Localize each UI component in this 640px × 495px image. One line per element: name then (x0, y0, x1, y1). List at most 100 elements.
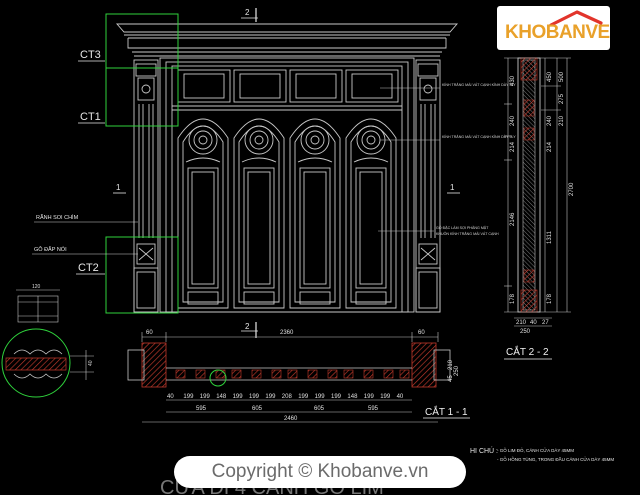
vdim-total: 2700 (569, 182, 575, 196)
plan-right-2: 210 (448, 359, 454, 370)
plan-profile-block (383, 369, 394, 379)
vdim-13: 210 (559, 115, 565, 126)
ct1-box (105, 67, 179, 127)
plan-seg-dim: 148 (216, 394, 227, 400)
transom (177, 69, 399, 103)
plan-seg-dim: 199 (315, 394, 326, 400)
plan-profile-block (251, 369, 262, 379)
mark-left: 1 (116, 183, 121, 192)
plan-mid-2: 605 (252, 406, 263, 412)
section-2-2-title: CẮT 2 - 2 (506, 345, 549, 358)
plan-profile-block (175, 369, 186, 379)
plan-seg-dim: 208 (282, 394, 293, 400)
door-elevation (116, 23, 458, 313)
notes: HI CHÚ : - GỖ LIM ĐỎ, CÁNH CỬA DÀY 45MM … (470, 446, 614, 462)
plan-seg-dim: 199 (183, 394, 194, 400)
ct2-box (105, 236, 179, 314)
sec-dim-2: 40 (530, 320, 537, 326)
plan-total: 2460 (284, 416, 298, 422)
plan-seg-dim: 199 (249, 394, 260, 400)
vdim-12: 275 (559, 93, 565, 104)
cornice (116, 23, 458, 33)
brand-logo: KHOBANVE (497, 6, 610, 50)
plan-profile-block (343, 369, 354, 379)
ct1-label: CT1 (80, 111, 101, 123)
callout-c: GỖ ĐẶC LÀM SỢI PHẲNG MẶT (436, 225, 489, 230)
mark-right: 1 (450, 183, 455, 192)
plan-mid-3: 605 (314, 406, 325, 412)
ct-labels: CT3 CT1 CT2 (76, 49, 105, 275)
plan-profile-block (287, 369, 298, 379)
sec-dim-3: 27 (542, 320, 549, 326)
plan-top-1: 60 (146, 330, 153, 336)
plan-profile-block (363, 369, 374, 379)
plan-profile-block (307, 369, 318, 379)
plan-seg-dim: 40 (397, 394, 404, 400)
ct2-label: CT2 (78, 262, 99, 274)
plan-top-2: 2360 (280, 330, 294, 336)
vdim-6: 450 (547, 71, 553, 82)
plan-mid-1: 595 (196, 406, 207, 412)
house-roof-icon (549, 10, 603, 26)
note-line-2: - GỖ HỒNG TÙNG, TRONG ĐẦU CÁNH CỬA DÀY 4… (497, 456, 614, 462)
plan-profile-block (195, 369, 206, 379)
plan-seg-dim: 199 (364, 394, 375, 400)
plan-seg-dim: 199 (200, 394, 211, 400)
plan-profile (175, 369, 410, 379)
vdim-5: 178 (510, 293, 516, 304)
left-pilaster (133, 59, 159, 313)
vdim-11: 500 (559, 71, 565, 82)
door-leaf (177, 118, 229, 309)
plan-seg-dim: 40 (167, 394, 174, 400)
vdim-2: 240 (510, 115, 516, 126)
plan-profile-block (399, 369, 410, 379)
callout-b: KÍNH TRẮNG MÀI VÁT CẠNH KÍNH DÀY 5LY (442, 134, 516, 139)
door-leaves (177, 118, 397, 309)
plan-seg-dim: 199 (380, 394, 391, 400)
note-line-1: - GỖ LIM ĐỎ, CÁNH CỬA DÀY 45MM (497, 447, 574, 453)
callout-a: KÍNH TRẮNG MÀI VÁT CẠNH KÍNH DÀY 5LY (442, 82, 516, 87)
plan-seg-dim: 148 (347, 394, 358, 400)
mark-top: 2 (245, 8, 250, 17)
plan-profile-block (327, 369, 338, 379)
detail-boxes (105, 13, 179, 314)
plan-seg-dim: 199 (298, 394, 309, 400)
section-marks: 2 1 1 2 (113, 8, 460, 338)
detail-dim-top: 120 (32, 284, 41, 290)
mark-bottom: 2 (245, 322, 250, 331)
plan-profile-block (215, 369, 226, 379)
plan-profile-block (271, 369, 282, 379)
side-notes: RÃNH SOI CHÌM GỖ ĐẮP NỔI (32, 214, 138, 255)
section-1-1-title: CẮT 1 - 1 (425, 405, 468, 418)
brand-logo-text: KHOBANVE (505, 22, 610, 43)
plan-right-3: 250 (454, 365, 460, 376)
plan-mid-4: 595 (368, 406, 379, 412)
vdim-3: 214 (510, 141, 516, 152)
right-pilaster (415, 59, 441, 313)
door-leaf (289, 118, 341, 309)
molding-detail: 120 40 (1, 284, 94, 398)
section-2-2: 430 240 214 2146 178 450 240 214 1311 17… (504, 57, 575, 360)
vdim-10: 178 (547, 293, 553, 304)
section-1-1: 60 2360 60 40 199 199 148 199 199 199 208 199 199… (127, 330, 470, 423)
plan-top-3: 60 (418, 330, 425, 336)
vdim-7: 240 (547, 115, 553, 126)
vdim-8: 214 (547, 141, 553, 152)
plan-seg-dim: 199 (331, 394, 342, 400)
door-leaf (345, 118, 397, 309)
right-callouts: KÍNH TRẮNG MÀI VÁT CẠNH KÍNH DÀY 5LY KÍN… (378, 82, 516, 236)
vdim-9: 1311 (547, 230, 553, 244)
sec-dim-1: 210 (516, 320, 527, 326)
plan-profile-block (231, 369, 242, 379)
plan-seg-dim: 199 (233, 394, 244, 400)
vdim-1: 430 (510, 75, 516, 86)
plan-right-1: 45 (448, 375, 454, 382)
sec-dim-4: 250 (520, 329, 531, 335)
vdim-4: 2146 (510, 212, 516, 226)
note-title: HI CHÚ : (470, 446, 498, 455)
plan-seg-dim: 199 (265, 394, 276, 400)
callout-d: KHUÔN KÍNH TRẮNG MÀI VÁT CẠNH (436, 231, 499, 236)
door-leaf (233, 118, 285, 309)
carved-note: GỖ ĐẮP NỔI (34, 245, 67, 253)
